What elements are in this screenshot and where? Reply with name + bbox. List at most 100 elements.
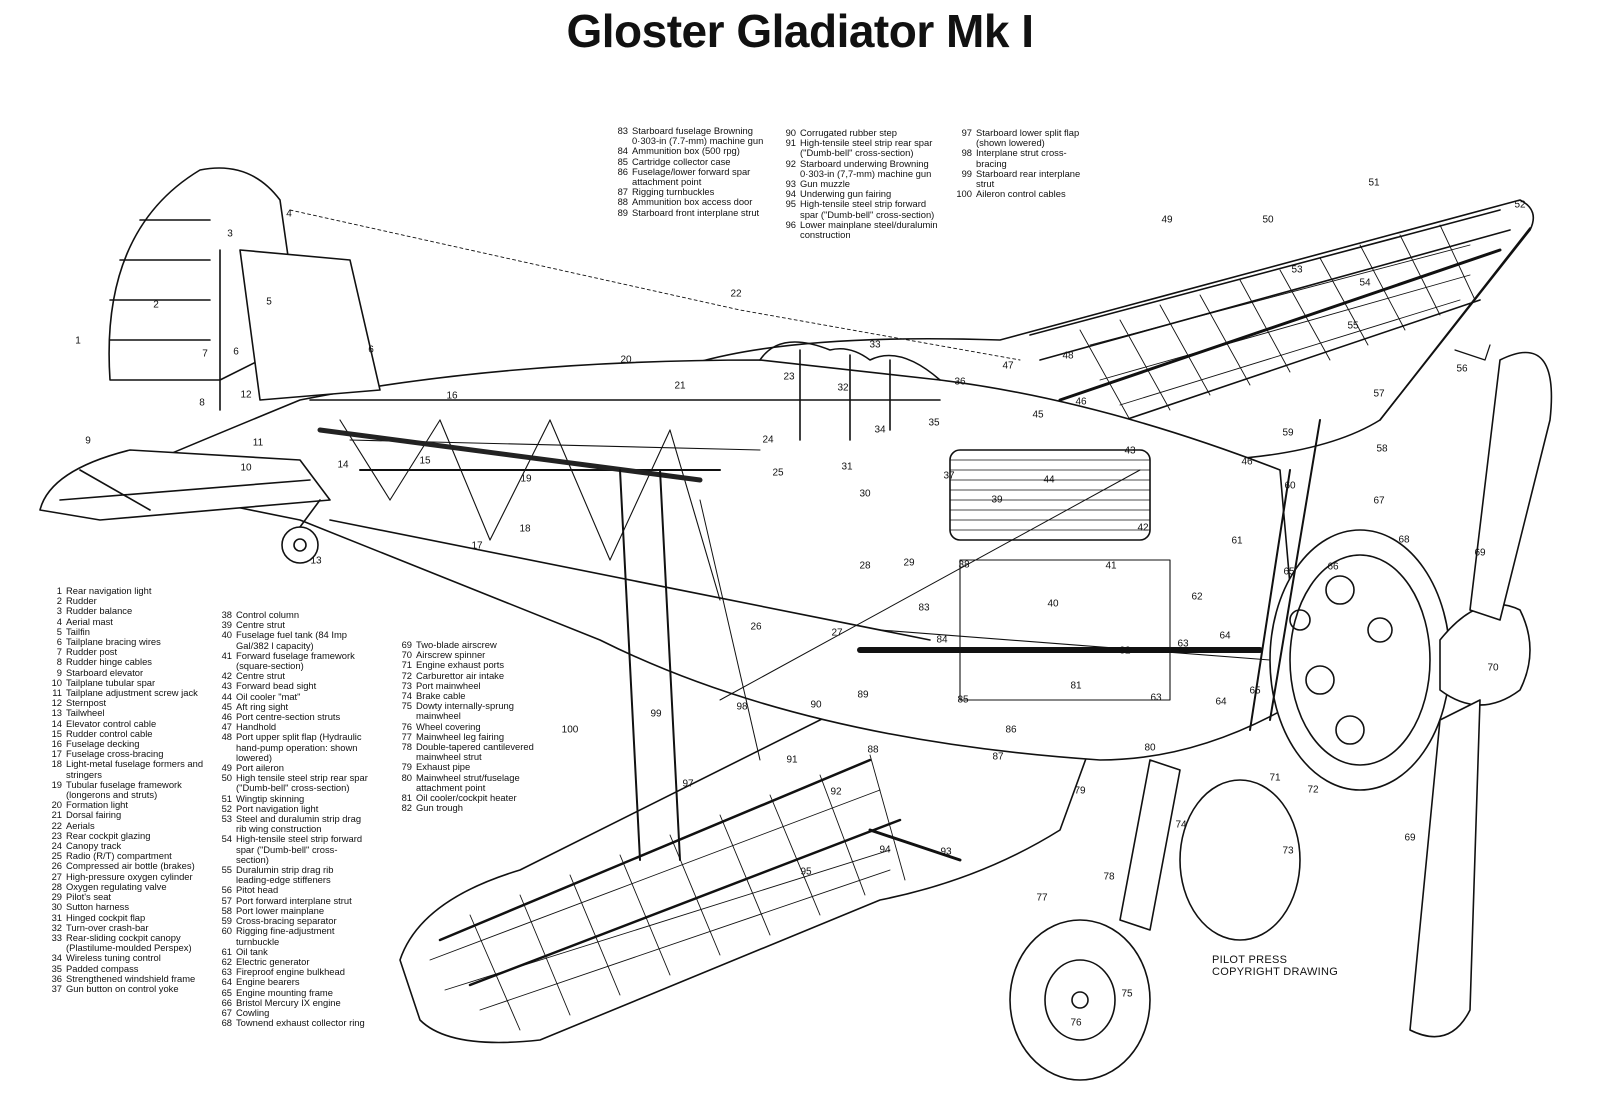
legend-text: Interplane strut cross-bracing [976, 147, 1067, 169]
legend-item: 98 Interplane strut cross-bracing [956, 147, 1096, 169]
legend-text: Starboard rear interplane strut [976, 167, 1081, 190]
legend-text: Double-tapered cantilevered mainwheel st… [416, 741, 534, 763]
legend-text: Wingtip skinning [236, 792, 305, 804]
callout-number: 48 [1062, 350, 1074, 362]
legend-text: Elevator control cable [66, 717, 157, 729]
credit-line-1: PILOT PRESS [1212, 954, 1288, 966]
callout-number: 92 [830, 786, 842, 798]
legend-text: Fuselage fuel tank (84 Imp Gal/382 l cap… [236, 629, 347, 651]
legend-text: Aileron control cables [976, 188, 1066, 200]
legend-number: 48 [221, 731, 232, 743]
legend-text: High-tensile steel strip forward spar ("… [236, 833, 363, 865]
legend-text: Dorsal fairing [66, 809, 122, 821]
legend-text: Rudder post [66, 646, 118, 658]
legend-text: Duralumin strip drag rib leading-edge st… [236, 864, 334, 886]
callout-number: 52 [1514, 199, 1526, 211]
callout-number: 14 [337, 459, 349, 471]
legend-text: Exhaust pipe [416, 761, 471, 773]
legend-number: 83 [617, 125, 628, 136]
legend-number: 53 [221, 813, 232, 825]
callout-number: 63 [1177, 638, 1189, 650]
legend-text: Canopy track [66, 840, 122, 852]
legend-text: Tailplane adjustment screw jack [66, 687, 198, 699]
legend-number: 87 [617, 186, 628, 198]
legend-text: Rigging fine-adjustment turnbuckle [236, 925, 335, 947]
legend-number: 85 [617, 155, 628, 167]
legend-text: Pitot head [236, 884, 279, 896]
legend-number: 5 [56, 625, 62, 637]
callout-number: 6 [368, 344, 374, 356]
callout-number: 27 [831, 627, 843, 639]
legend-number: 73 [401, 679, 412, 691]
legend-text: Gun trough [416, 802, 463, 814]
legend-number: 39 [221, 619, 232, 631]
callout-number: 40 [1047, 598, 1059, 610]
legend-text: Tailwheel [66, 707, 105, 719]
callout-number: 81 [1070, 680, 1082, 692]
legend-number: 78 [401, 741, 412, 753]
callout-number: 30 [859, 488, 871, 500]
callout-number: 34 [874, 424, 886, 436]
legend-text: Sternpost [66, 697, 107, 709]
legend-number: 16 [51, 738, 62, 750]
legend-text: Forward bead sight [236, 680, 317, 692]
legend-number: 9 [56, 666, 62, 678]
legend-text: Engine mounting frame [236, 986, 333, 998]
legend-text: Rudder balance [66, 605, 133, 617]
legend-text: Centre strut [236, 619, 285, 631]
legend-number: 69 [401, 639, 412, 650]
legend-text: Rudder control cable [66, 727, 153, 739]
legend-number: 46 [221, 711, 232, 723]
legend-number: 12 [51, 697, 62, 709]
legend-number: 58 [221, 904, 232, 916]
callout-number: 93 [940, 846, 952, 858]
legend-number: 98 [961, 147, 972, 159]
legend-number: 62 [221, 955, 232, 967]
legend-text: Fuselage decking [66, 738, 140, 750]
legend-number: 50 [221, 772, 232, 784]
callout-number: 72 [1307, 784, 1319, 796]
callout-number: 47 [1002, 360, 1014, 372]
legend-text: Control column [236, 609, 300, 620]
fuselage [109, 341, 1301, 761]
legend-number: 96 [785, 218, 796, 230]
legend-text: Engine bearers [236, 976, 300, 988]
legend-text: Port forward interplane strut [236, 894, 352, 906]
callout-number: 39 [991, 494, 1003, 506]
callout-number: 55 [1347, 320, 1359, 332]
legend-text: Port lower mainplane [236, 904, 325, 916]
legend-text: Pilot's seat [66, 891, 112, 903]
legend-number: 34 [51, 952, 62, 964]
callout-number: 6 [233, 346, 239, 358]
callout-number: 35 [928, 417, 940, 429]
